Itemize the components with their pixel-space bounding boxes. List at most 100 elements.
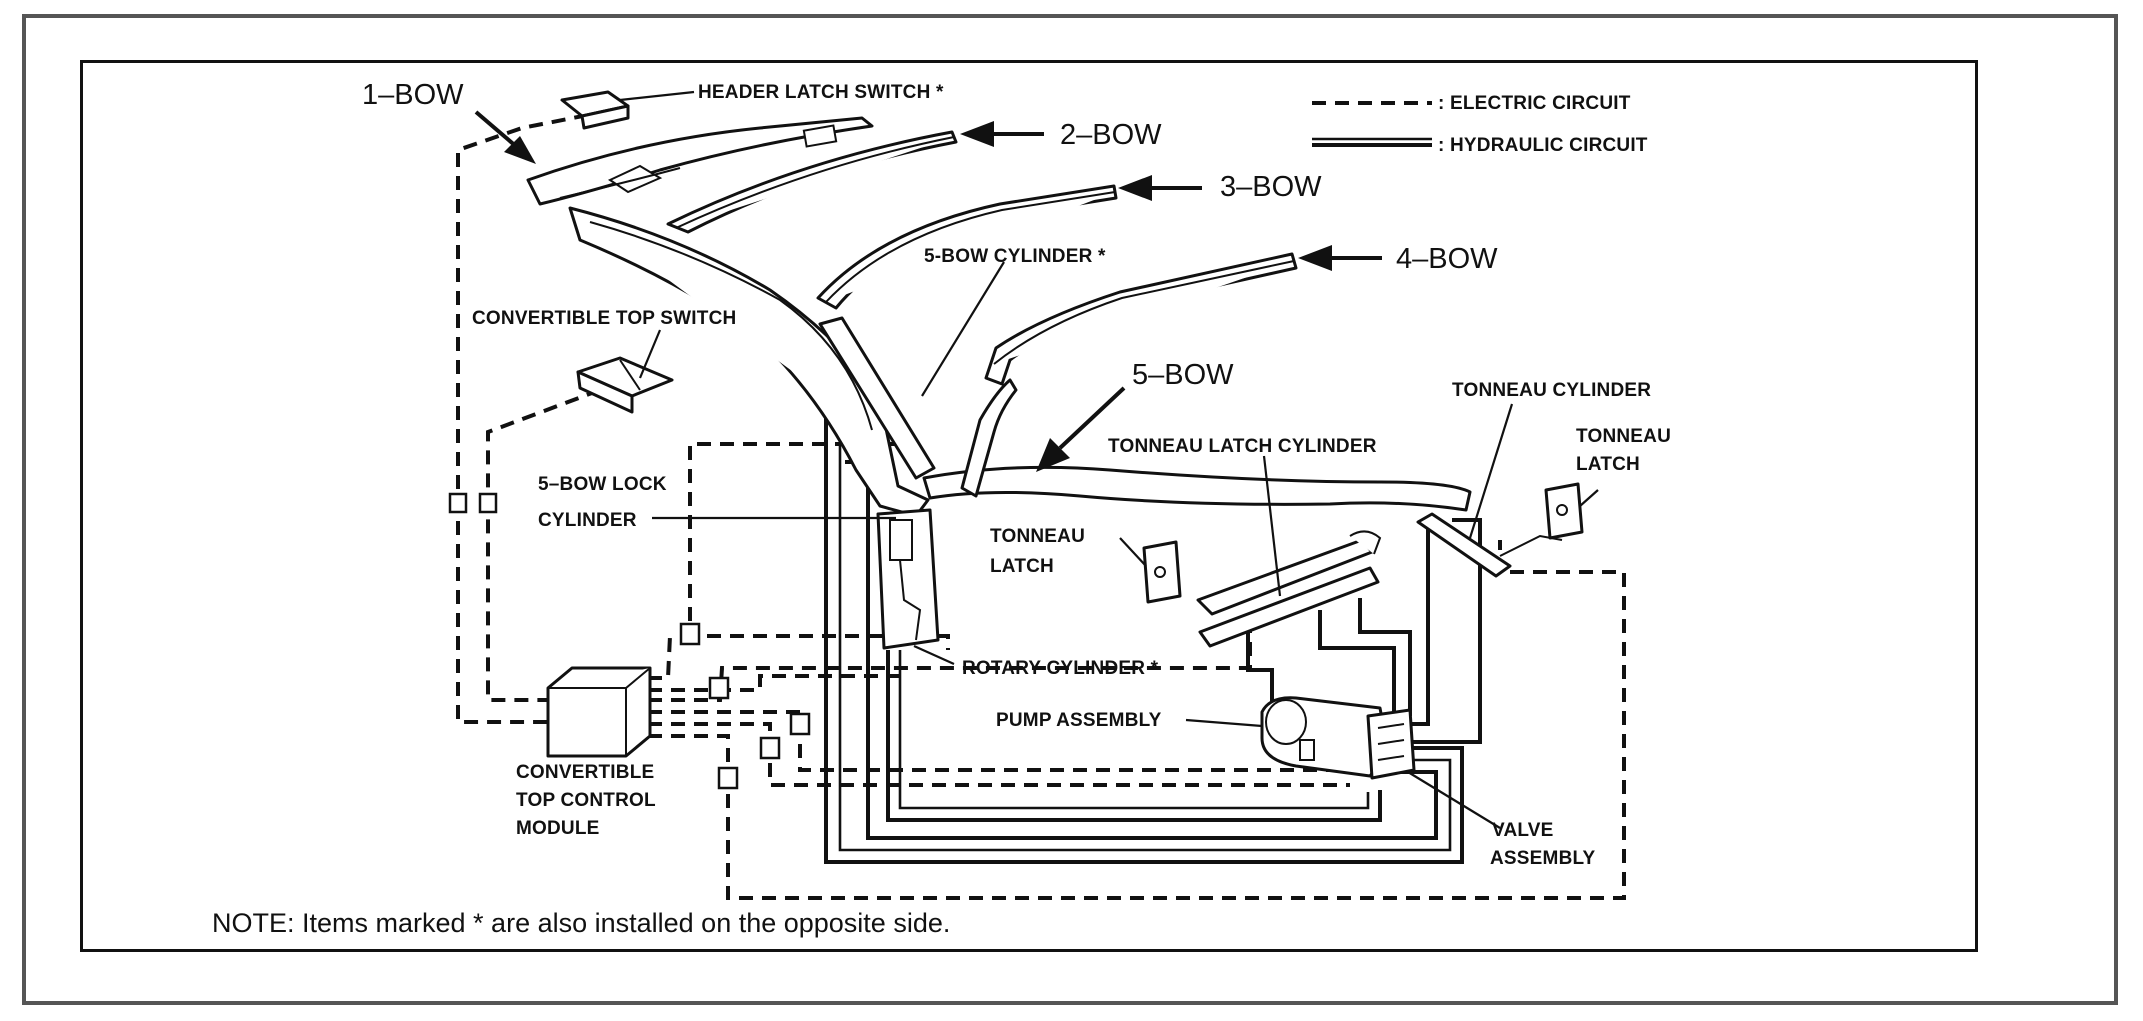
hyd-line-latch-a [1246,632,1274,708]
bow-4-line [993,260,1295,365]
components [546,90,1416,780]
five-bow-lock-cylinder-body [889,519,913,561]
pump-reservoir [1299,739,1315,761]
bow-2-line [675,136,955,229]
connector-6 [759,736,781,760]
bow-1-label: 1–BOW [362,79,464,111]
hyd-line-latch-b [1318,610,1396,716]
hydraulic-circuit [824,392,1482,864]
hyd-line-rotary [886,650,1382,822]
hyd-line-latch-c [1358,598,1412,716]
connector-7 [717,766,739,790]
tonneau-latch-right-bolt [1556,504,1568,516]
tonneau-cylinder-leader [1468,403,1514,539]
hyd-line-outer-inner [838,392,1452,852]
header-latch-switch-side [580,104,630,130]
rotary-cylinder-wire [648,674,910,692]
tonneau-latch-right-label-line2: LATCH [1576,454,1640,475]
tonneau-latch-cylinder-label: TONNEAU LATCH CYLINDER [1108,436,1377,457]
header-latch-switch-wire [456,113,589,724]
bow-2-arrow-head [960,121,994,147]
control-module-label-line2: TOP CONTROL [516,790,656,811]
top-switch-leader [638,329,662,379]
electric-circuit [448,113,1626,900]
pump-assembly-leader [1185,718,1263,728]
top-switch-side [576,370,634,414]
tonneau-latch-right-leader [1579,489,1599,507]
bow-1-arrow-shaft [474,110,520,150]
pump-motor-end [1265,699,1307,745]
tonneau-latch-left-label-line1: TONNEAU [990,526,1085,547]
module-lock-link [648,635,672,680]
control-module-body [546,666,652,758]
hyd-line-tonneau-b [1410,518,1482,744]
control-module-label-line3: MODULE [516,818,600,839]
top-switch-wire [486,388,601,702]
legend: : ELECTRIC CIRCUIT : HYDRAULIC CIRCUIT [1312,93,1648,156]
header-latch-switch-label: HEADER LATCH SWITCH * [698,82,944,103]
labels: 1–BOW 2–BOW 3–BOW 4–BOW 5–BOW HEADER LAT… [212,79,1671,938]
header-latch-bracket [802,124,838,148]
header-latch-switch-leader [619,90,695,102]
hyd-line-outer [824,392,1464,864]
connector-4 [708,676,730,700]
bow-2-label: 2–BOW [1060,119,1162,151]
legend-electric-label: : ELECTRIC CIRCUIT [1438,93,1631,114]
five-bow-cylinder-label: 5-BOW CYLINDER * [924,246,1106,267]
rotary-linkage [899,559,922,641]
footnote: NOTE: Items marked * are also installed … [212,908,950,938]
pump-assembly-label: PUMP ASSEMBLY [996,710,1162,731]
tonneau-latch-left-bolt [1154,566,1166,578]
bow-1-detail [559,164,681,199]
top-frame [526,116,1584,650]
bow-3-arrow-head [1118,175,1152,201]
tonneau-cylinder-rod [1499,534,1563,557]
bow-4-label: 4–BOW [1396,243,1498,275]
top-switch-rocker [619,359,641,391]
bow-arrows [474,110,1382,472]
convertible-top-switch-label: CONVERTIBLE TOP SWITCH [472,308,736,329]
tonneau-latch-cylinder-leader [1262,455,1282,597]
valve-assembly-ports [1377,723,1405,761]
main-side-rail-edge [589,221,873,431]
valve-assembly-leader [1407,771,1501,829]
tonneau-cylinder-label: TONNEAU CYLINDER [1452,380,1651,401]
bow-5-arrow-shaft [1058,386,1126,450]
hyd-line-rotary-inner [898,650,1370,810]
tonneau-latch-cylinder-end [1349,530,1382,555]
leader-lines [619,90,1599,829]
five-bow-cylinder-leader [921,261,1005,397]
rotary-cylinder-label: ROTARY CYLINDER * [962,658,1159,679]
legend-hydraulic-label: : HYDRAULIC CIRCUIT [1438,135,1648,156]
pump-wire-a [648,710,1360,772]
five-bow-cylinder-body [818,316,936,480]
rotary-cylinder-leader [913,644,955,666]
tonneau-latch-rod [1198,566,1380,648]
pump-wire-b [648,722,1350,787]
bow-5-arm [960,378,1018,498]
five-bow-lock-label-line1: 5–BOW LOCK [538,474,667,495]
tonneau-latch-left-label-line2: LATCH [990,556,1054,577]
tonneau-latch-wire [648,630,1252,702]
connector-1 [448,492,468,514]
bow-5-arrow-head [1036,438,1070,472]
five-bow-lock-label-line2: CYLINDER [538,510,637,531]
bow-5-label: 5–BOW [1132,359,1234,391]
control-module-edges [548,667,651,756]
connector-5 [789,712,811,736]
connector-3 [679,622,701,646]
tonneau-latch-left-leader [1119,537,1147,567]
control-module-label-line1: CONVERTIBLE [516,762,654,783]
valve-assembly-label-line1: VALVE [1492,820,1554,841]
valve-assembly-body [1366,708,1416,780]
bow-4-arrow-head [1298,245,1332,271]
valve-assembly-label-line2: ASSEMBLY [1490,848,1596,869]
bow-3-line [825,191,1116,303]
connector-2 [478,492,498,514]
bow-3-label: 3–BOW [1220,171,1322,203]
bow-1-arrow-head [504,136,536,164]
tonneau-latch-right-label-line1: TONNEAU [1576,426,1671,447]
tonneau-cylinder-body [1416,512,1512,578]
bow-5-rail [922,465,1472,512]
